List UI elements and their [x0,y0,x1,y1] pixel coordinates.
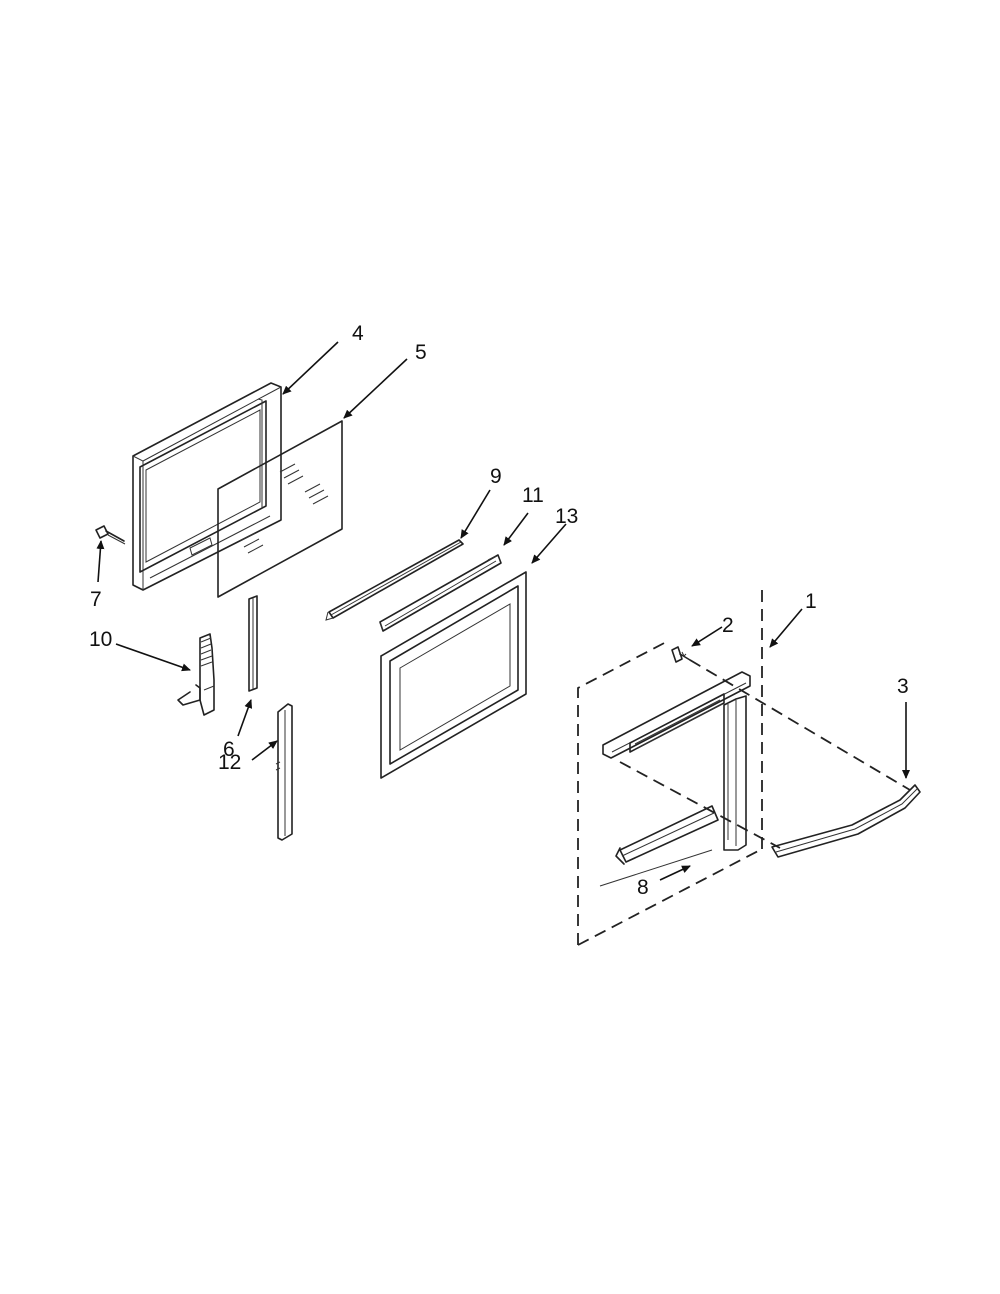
assembly-boundary [577,590,763,946]
leader-arrows [96,341,910,881]
part-7-screw [95,525,126,545]
callout-4: 4 [352,322,364,345]
part-10-hinge [177,633,215,716]
callout-3: 3 [897,675,909,698]
callout-8: 8 [637,876,649,899]
part-11-vent-trim [379,554,502,632]
part-13-outer-door-panel [380,571,527,779]
part-12-channel [275,703,293,841]
callout-1: 1 [805,590,817,613]
callout-10: 10 [89,628,113,651]
callout-9: 9 [490,465,502,488]
callout-7: 7 [90,588,102,611]
part-5-glass-panel [217,420,343,598]
callout-5: 5 [415,341,427,364]
part-3-door-handle [771,784,921,858]
alignment-lines [619,659,911,849]
part-2-handle-screw [671,646,691,663]
callout-6: 6 [223,738,235,761]
part-1-vent-assembly [599,671,751,887]
callout-11: 11 [522,484,544,507]
part-6-side-trim [248,595,258,692]
callout-12: 12 [218,751,242,774]
callout-13: 13 [555,505,579,528]
part-9-top-trim [325,539,464,621]
part-4-inner-door-frame [132,382,282,591]
callout-2: 2 [722,614,734,637]
